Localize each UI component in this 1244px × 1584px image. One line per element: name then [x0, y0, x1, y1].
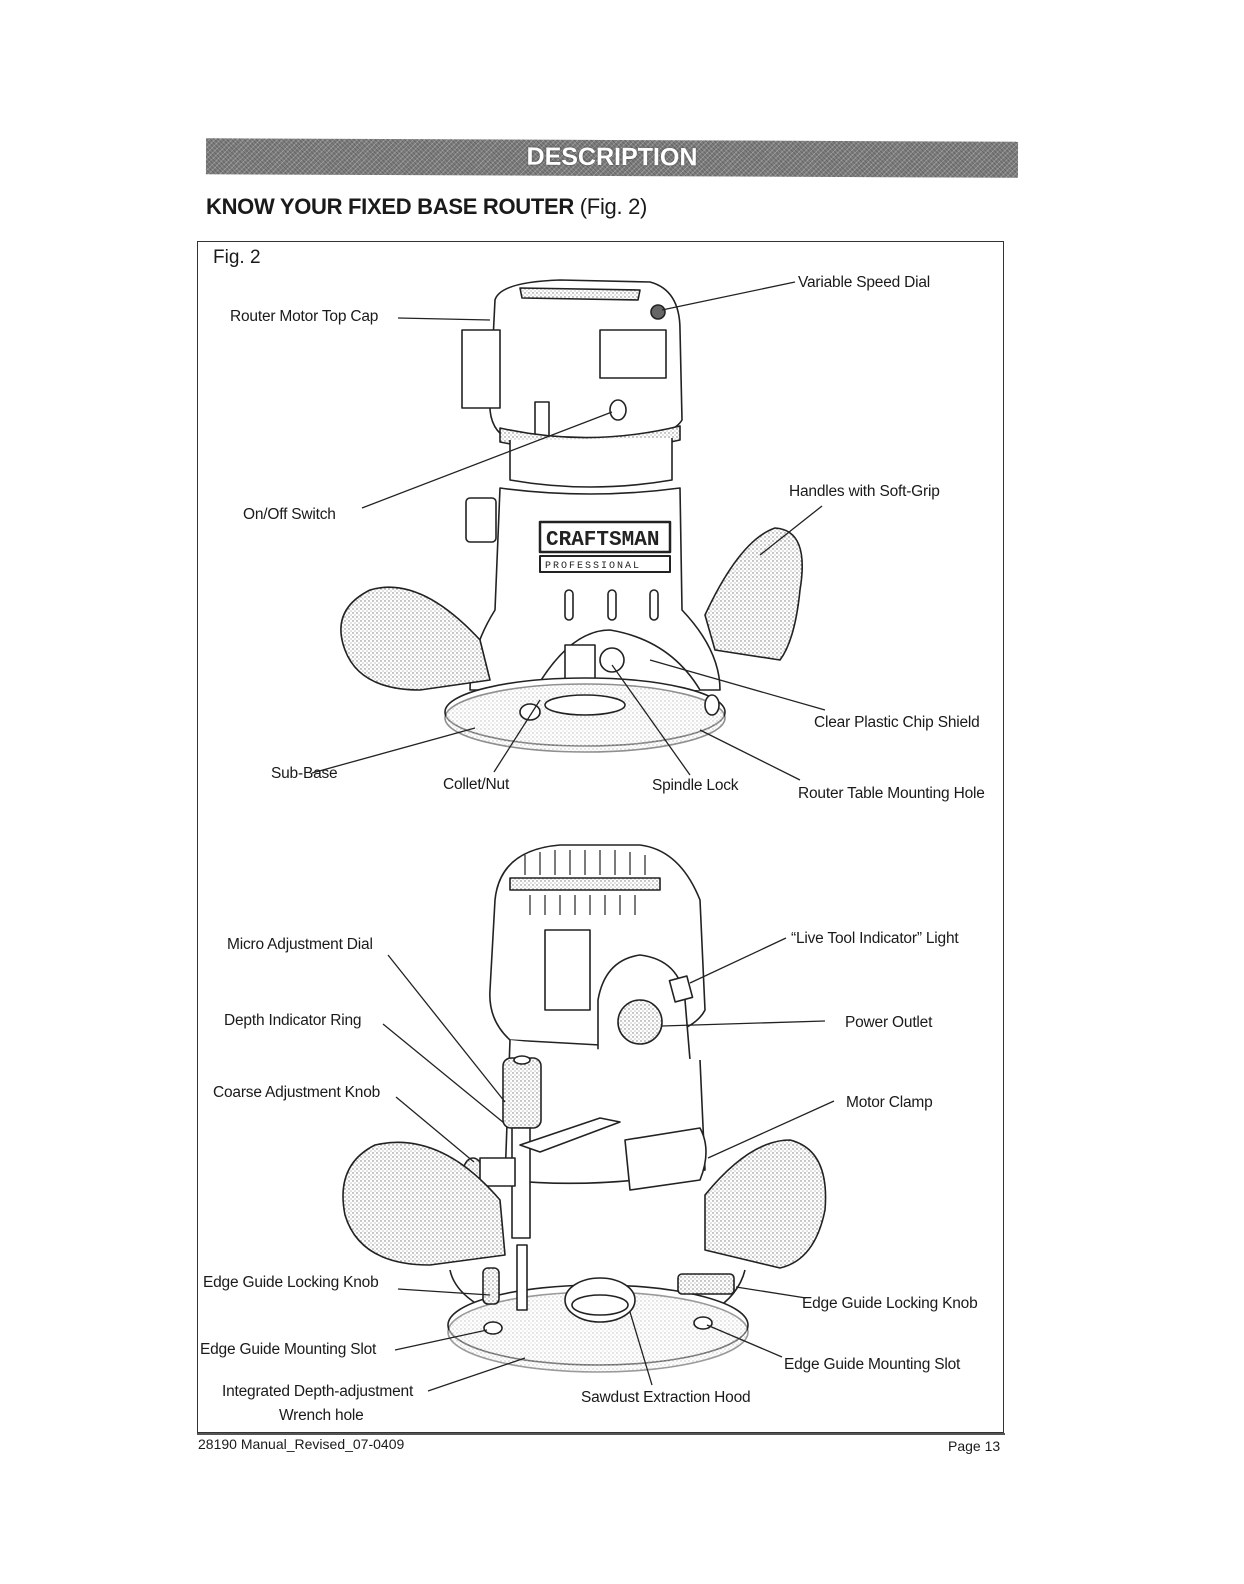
label-integrated-depth-wrench-line2: Wrench hole: [279, 1407, 364, 1424]
leader-router-table-mounting-hole: [699, 729, 801, 781]
label-edge-guide-mounting-slot-left: Edge Guide Mounting Slot: [200, 1341, 377, 1358]
page-heading: KNOW YOUR FIXED BASE ROUTER (Fig. 2): [206, 194, 647, 220]
leader-sawdust-extraction-hood: [629, 1311, 653, 1386]
left-handle: [340, 586, 491, 691]
live-tool-indicator-light-icon: [668, 975, 694, 1003]
label-live-tool-indicator-light: “Live Tool Indicator” Light: [791, 930, 959, 947]
label-edge-guide-mounting-slot-right: Edge Guide Mounting Slot: [784, 1356, 961, 1373]
leader-integrated-depth-wrench: [427, 1357, 526, 1392]
leader-depth-indicator-ring: [382, 1023, 505, 1124]
leader-sub-base: [311, 727, 476, 774]
edge-guide-locking-knob-right-icon: [677, 1273, 735, 1295]
leader-variable-speed-dial: [661, 281, 796, 311]
leader-power-outlet: [661, 1020, 826, 1027]
label-collet-nut: Collet/Nut: [443, 776, 510, 793]
router-table-mounting-hole-icon: [519, 703, 541, 721]
label-integrated-depth-wrench-line1: Integrated Depth-adjustment: [222, 1383, 414, 1400]
leader-micro-adjustment-dial: [387, 954, 506, 1103]
edge-guide-mounting-slot-left-icon: [483, 1321, 503, 1335]
power-outlet-icon: [617, 999, 663, 1045]
footer-page-number: Page 13: [948, 1438, 1001, 1454]
label-sawdust-extraction-hood: Sawdust Extraction Hood: [581, 1389, 751, 1406]
label-clear-plastic-chip-shield: Clear Plastic Chip Shield: [814, 714, 980, 731]
leader-handles-soft-grip: [759, 505, 823, 556]
spindle-lock-icon: [599, 647, 625, 673]
footer-doc-id: 28190 Manual_Revised_07-0409: [198, 1436, 405, 1452]
label-motor-clamp: Motor Clamp: [846, 1094, 933, 1111]
label-micro-adjustment-dial: Micro Adjustment Dial: [227, 936, 373, 953]
leader-lines: [311, 281, 835, 1392]
leader-clear-plastic-chip-shield: [649, 659, 826, 711]
leader-collet-nut: [493, 699, 541, 773]
brand-main-text: CRAFTSMAN: [546, 529, 659, 552]
leader-edge-guide-mounting-slot-left: [394, 1329, 488, 1351]
figure-frame: [197, 241, 1004, 1433]
label-depth-indicator-ring: Depth Indicator Ring: [224, 1012, 362, 1029]
cap-vents: [519, 287, 641, 301]
label-router-table-mounting-hole: Router Table Mounting Hole: [798, 785, 985, 802]
label-sub-base: Sub-Base: [271, 765, 338, 782]
label-edge-guide-locking-knob-right: Edge Guide Locking Knob: [802, 1295, 978, 1312]
brand-sub-text: PROFESSIONAL: [545, 561, 641, 572]
leader-motor-clamp: [707, 1100, 835, 1159]
variable-speed-dial-icon: [650, 304, 666, 320]
label-router-motor-top-cap: Router Motor Top Cap: [230, 308, 379, 325]
top-router-drawing: CRAFTSMAN PROFESSIONAL: [340, 279, 803, 753]
leader-on-off-switch: [361, 411, 613, 509]
label-spindle-lock: Spindle Lock: [652, 777, 739, 794]
edge-guide-mounting-slot-right-icon: [693, 1316, 713, 1330]
label-coarse-adjustment-knob: Coarse Adjustment Knob: [213, 1084, 381, 1101]
label-power-outlet: Power Outlet: [845, 1014, 933, 1031]
label-edge-guide-locking-knob-left: Edge Guide Locking Knob: [203, 1274, 379, 1291]
heading-title: KNOW YOUR FIXED BASE ROUTER: [206, 194, 574, 219]
heading-fig-ref: (Fig. 2): [579, 194, 648, 219]
label-variable-speed-dial: Variable Speed Dial: [798, 274, 931, 291]
label-handles-soft-grip: Handles with Soft-Grip: [789, 483, 940, 500]
footer-divider: [197, 1433, 1005, 1435]
edge-guide-locking-knob-left-icon: [482, 1267, 500, 1305]
leader-router-motor-top-cap: [397, 317, 491, 321]
brand-plate: [538, 520, 672, 554]
bottom-router-drawing: [342, 844, 827, 1373]
right-handle: [704, 527, 803, 661]
motor-clamp-drawing: [624, 1127, 707, 1191]
leader-spindle-lock: [611, 664, 691, 776]
micro-adjustment-dial-drawing: [502, 1057, 542, 1129]
leader-edge-guide-locking-knob-left: [397, 1288, 491, 1296]
leader-coarse-adjustment-knob: [395, 1096, 475, 1163]
leader-edge-guide-locking-knob-right: [735, 1286, 807, 1299]
leader-edge-guide-mounting-slot-right: [706, 1324, 783, 1358]
label-on-off-switch: On/Off Switch: [243, 506, 336, 523]
cap-side-bracket: [461, 329, 501, 409]
on-off-switch-icon: [609, 399, 627, 421]
figure-label: Fig. 2: [213, 247, 261, 268]
leader-live-tool-indicator-light: [689, 937, 787, 984]
